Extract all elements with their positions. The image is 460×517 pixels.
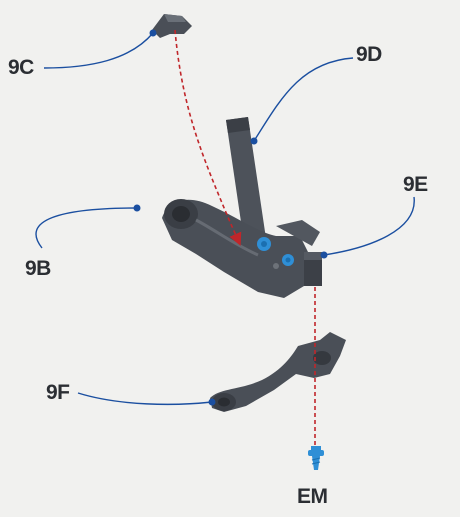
label-9c: 9C (8, 56, 34, 80)
part-9e (304, 252, 328, 287)
leader-line-9e (324, 197, 414, 255)
leader-line-9d (254, 58, 353, 141)
label-em: EM (297, 485, 328, 509)
leader-line-9f (78, 393, 212, 404)
leader-line-9c (44, 33, 153, 68)
part-9c (150, 14, 193, 38)
label-9b: 9B (25, 257, 51, 281)
part-9f (209, 332, 347, 412)
leader-line-9b (36, 208, 137, 248)
label-9e: 9E (403, 173, 428, 197)
screw-em (308, 446, 324, 470)
label-9d: 9D (356, 43, 382, 67)
label-9f: 9F (46, 381, 70, 405)
